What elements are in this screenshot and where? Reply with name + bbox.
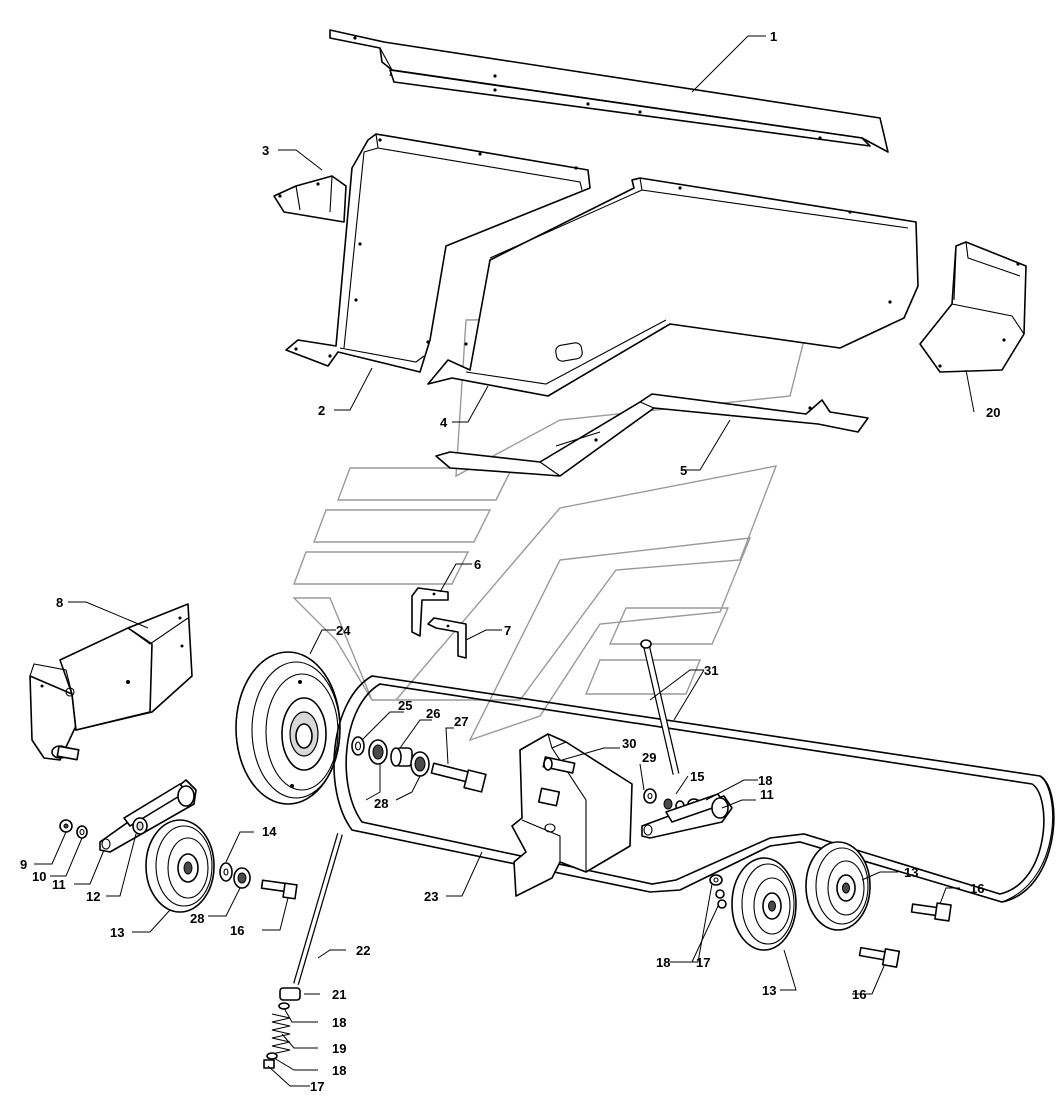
part-10-washer [76, 825, 88, 839]
callout-11-right: 11 [760, 787, 774, 802]
callout-20: 20 [986, 405, 1000, 420]
part-21-nut [279, 987, 301, 1001]
callout-13-bottom: 13 [762, 983, 776, 998]
part-4-housing [427, 177, 919, 397]
callout-13-left: 13 [110, 925, 124, 940]
part-22-rod [293, 833, 343, 985]
part-18-washer-lower [266, 1052, 278, 1060]
callout-28-center: 28 [374, 796, 388, 811]
part-13-pulley-mid [731, 857, 797, 951]
callout-5: 5 [680, 463, 687, 478]
callout-12: 12 [86, 889, 100, 904]
callout-23: 23 [424, 889, 438, 904]
part-13-pulley-left [145, 819, 215, 913]
part-18-washer-mid [709, 874, 723, 886]
part-20-end-cover [919, 241, 1027, 373]
callout-18-mid: 18 [656, 955, 670, 970]
part-27-bolt [430, 762, 487, 793]
callout-25: 25 [398, 698, 412, 713]
callout-17-mid: 17 [696, 955, 710, 970]
callout-1: 1 [770, 29, 777, 44]
part-1-top-cover [329, 29, 889, 153]
callout-18-lower: 18 [332, 1063, 346, 1078]
part-13-pulley-right [805, 841, 871, 931]
callout-29: 29 [642, 750, 656, 765]
callout-13-right: 13 [904, 865, 918, 880]
callout-9: 9 [20, 857, 27, 872]
callout-16-right: 16 [970, 881, 984, 896]
part-15-nut [663, 798, 685, 812]
part-19-spring [271, 1013, 291, 1055]
part-30-bracket-block [511, 733, 633, 897]
part-14-washer [219, 862, 233, 882]
part-28-bearing-b [410, 751, 430, 777]
callout-16-bottom: 16 [852, 987, 866, 1002]
callout-3: 3 [262, 143, 269, 158]
callout-30: 30 [622, 736, 636, 751]
part-11-arm-left [99, 779, 197, 853]
callout-labels: 1 2 3 4 5 6 7 8 9 10 11 11 12 13 13 13 1… [20, 29, 1000, 1094]
part-3-bracket [273, 175, 347, 223]
callout-11-left: 11 [52, 877, 66, 892]
callout-15: 15 [690, 769, 704, 784]
part-9-nut [59, 819, 73, 833]
callout-18-right: 18 [758, 773, 772, 788]
part-28-bearing-left [233, 867, 251, 889]
part-5-plate [435, 393, 869, 477]
callout-22: 22 [356, 943, 370, 958]
part-6-bracket [411, 587, 449, 637]
part-16-bolt-right [910, 902, 952, 922]
callout-7: 7 [504, 623, 511, 638]
callout-21: 21 [332, 987, 346, 1002]
part-23-belt [333, 675, 1055, 903]
part-11-arm-right [641, 793, 733, 839]
part-31-rod [640, 639, 680, 775]
part-12-bushing [132, 817, 148, 835]
callout-10: 10 [32, 869, 46, 884]
part-17-nut-lower [263, 1059, 275, 1069]
leader-lines [34, 35, 975, 1087]
part-29-washer [643, 788, 657, 804]
callout-8: 8 [56, 595, 63, 610]
callout-18-stack: 18 [332, 1015, 346, 1030]
part-16-bolt-bottom [858, 946, 901, 968]
callout-6: 6 [474, 557, 481, 572]
callout-4: 4 [440, 415, 448, 430]
callout-28-left: 28 [190, 911, 204, 926]
callout-27: 27 [454, 714, 468, 729]
callout-17-bottom: 17 [310, 1079, 324, 1094]
part-25-bearing [351, 736, 365, 756]
part-16-bolt-left [260, 879, 298, 900]
part-26-spacer [390, 747, 413, 767]
callout-31: 31 [704, 663, 718, 678]
part-17-nuts-mid [715, 889, 727, 909]
part-8-mounting-arm [29, 603, 193, 761]
callout-24: 24 [336, 623, 351, 638]
callout-2: 2 [318, 403, 325, 418]
callout-16-left: 16 [230, 923, 244, 938]
watermark-logo [292, 315, 811, 742]
callout-14: 14 [262, 824, 277, 839]
part-7-bracket [427, 617, 467, 659]
part-28-bearing [368, 739, 388, 765]
callout-26: 26 [426, 706, 440, 721]
callout-19: 19 [332, 1041, 346, 1056]
part-24-large-pulley [235, 651, 341, 805]
part-2-side-panel [285, 133, 591, 373]
